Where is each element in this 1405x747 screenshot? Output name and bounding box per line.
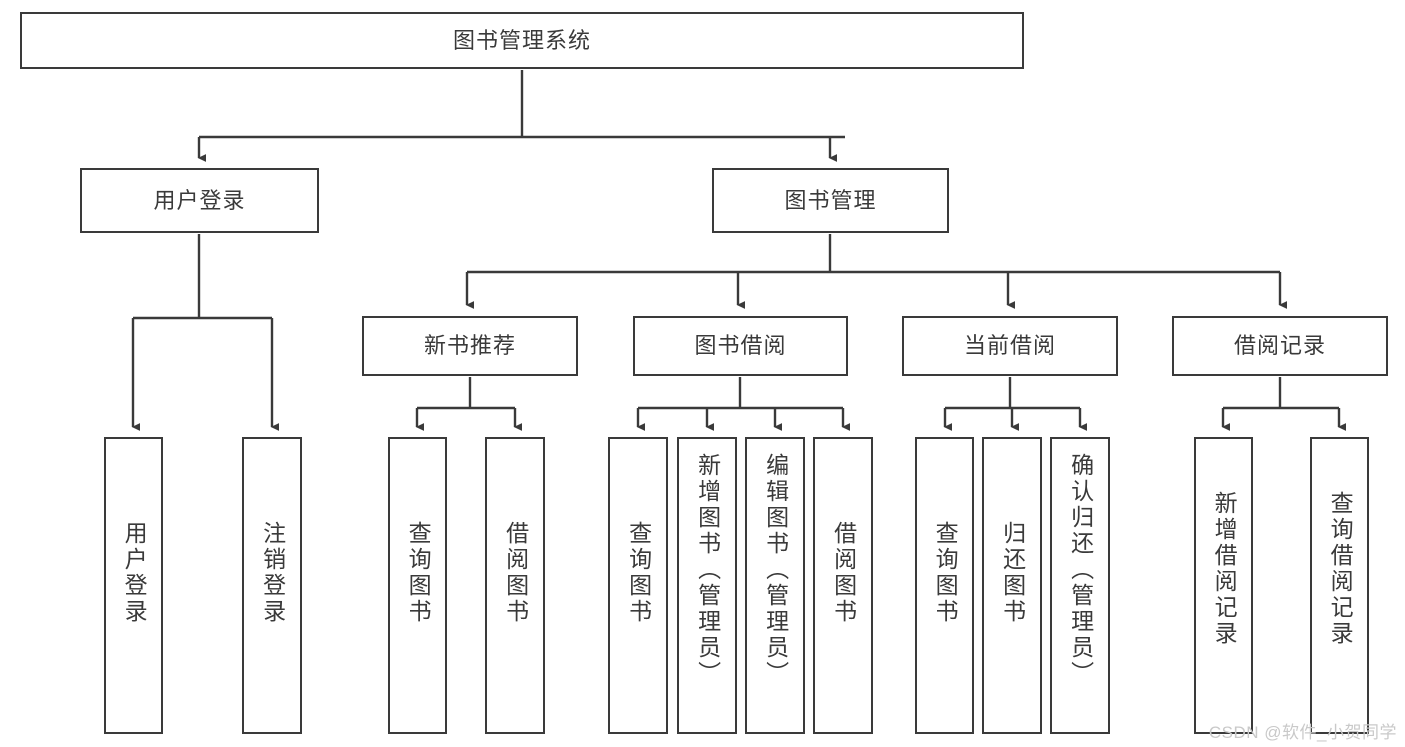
node-label: 查询借阅记录	[1327, 491, 1354, 647]
node-leaf-query-book-borrow[interactable]: 查询图书	[608, 437, 668, 734]
node-label: 查询图书	[625, 521, 652, 625]
node-book-borrow[interactable]: 图书借阅	[633, 316, 848, 376]
node-leaf-query-borrow-record[interactable]: 查询借阅记录	[1310, 437, 1369, 734]
node-current-borrow[interactable]: 当前借阅	[902, 316, 1118, 376]
node-label: 查询图书	[405, 521, 432, 625]
node-label: 图书借阅	[694, 333, 787, 359]
node-leaf-add-book-admin[interactable]: 新增图书（管理员）	[677, 437, 737, 734]
node-leaf-add-borrow-record[interactable]: 新增借阅记录	[1194, 437, 1253, 734]
node-leaf-borrow-book[interactable]: 借阅图书	[813, 437, 873, 734]
node-leaf-borrow-book-recommend[interactable]: 借阅图书	[485, 437, 545, 734]
node-label: 归还图书	[999, 521, 1026, 625]
node-label: 借阅图书	[830, 521, 857, 625]
node-leaf-query-book-current[interactable]: 查询图书	[915, 437, 974, 734]
node-borrow-record[interactable]: 借阅记录	[1172, 316, 1388, 376]
node-label: 图书管理	[784, 187, 877, 213]
node-label: 当前借阅	[963, 333, 1056, 359]
node-leaf-confirm-return-admin[interactable]: 确认归还（管理员）	[1050, 437, 1110, 734]
node-root-book-management-system[interactable]: 图书管理系统	[20, 12, 1024, 69]
node-label: 借阅记录	[1233, 333, 1326, 359]
node-label: 用户登录	[153, 187, 246, 213]
node-leaf-user-login[interactable]: 用户登录	[104, 437, 163, 734]
node-user-login[interactable]: 用户登录	[80, 168, 319, 233]
node-label: 查询图书	[932, 521, 959, 625]
node-leaf-edit-book-admin[interactable]: 编辑图书（管理员）	[745, 437, 805, 734]
node-leaf-query-book-recommend[interactable]: 查询图书	[388, 437, 447, 734]
node-label: 图书管理系统	[452, 27, 591, 53]
node-label: 新增图书（管理员）	[694, 453, 721, 687]
node-leaf-logout[interactable]: 注销登录	[242, 437, 302, 734]
node-label: 用户登录	[121, 521, 148, 625]
watermark-text: CSDN @软件_小贺同学	[1208, 723, 1397, 742]
node-label: 借阅图书	[502, 521, 529, 625]
node-book-management[interactable]: 图书管理	[712, 168, 949, 233]
node-label: 新增借阅记录	[1211, 491, 1238, 647]
node-label: 确认归还（管理员）	[1067, 453, 1094, 687]
node-new-book-recommend[interactable]: 新书推荐	[362, 316, 578, 376]
node-label: 新书推荐	[423, 333, 516, 359]
node-label: 注销登录	[259, 521, 286, 625]
node-label: 编辑图书（管理员）	[762, 453, 789, 687]
node-leaf-return-book[interactable]: 归还图书	[982, 437, 1042, 734]
